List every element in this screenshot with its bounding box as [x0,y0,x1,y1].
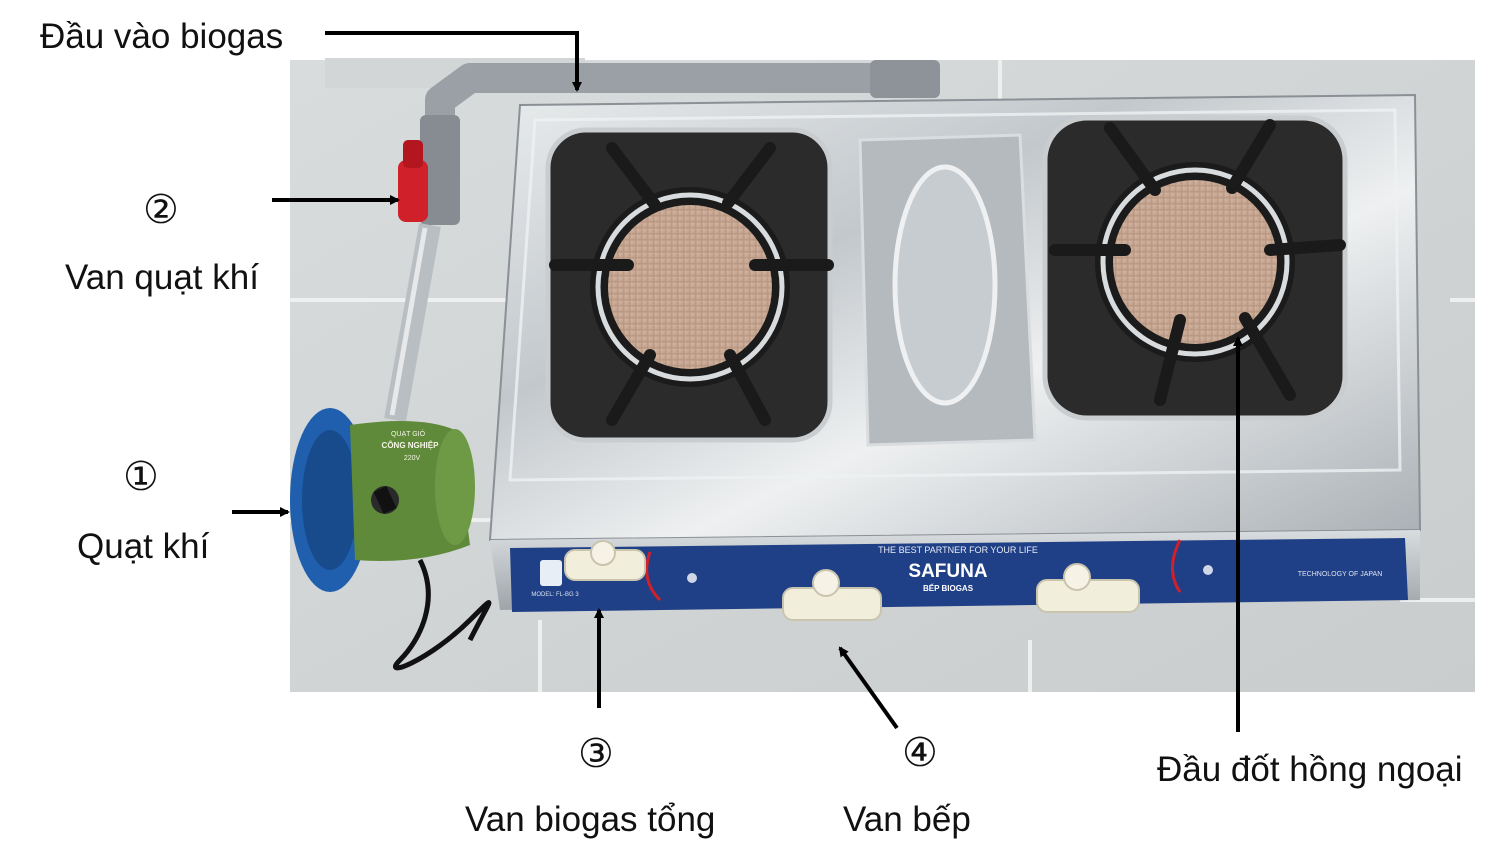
panel-model: BẾP BIOGAS [923,583,974,593]
biogas-pipe [384,60,940,422]
arrow-stove-valve [838,646,899,730]
fan-label-line1: QUẠT GIÓ [391,429,426,438]
right-stove-knob[interactable] [1036,563,1140,613]
number-3: ③ [578,731,614,777]
annotation-arrows [232,31,1243,732]
fan-label-line3: 220V [404,455,421,462]
panel-tagline: THE BEST PARTNER FOR YOUR LIFE [878,545,1038,555]
panel-brand: SAFUNA [908,561,987,582]
left-stove-knob[interactable] [782,569,882,621]
label-fan-valve: Van quạt khí [65,258,259,297]
label-stove-valve: Van bếp [843,800,971,839]
number-2: ② [143,187,179,233]
fan-valve-handle [398,140,428,222]
control-panel [510,538,1408,612]
right-burner [1042,115,1348,421]
main-valve-knob[interactable] [564,540,646,581]
fan-device [290,408,492,671]
label-fan: Quạt khí [77,527,210,566]
arrow-biogas-inlet [325,31,582,92]
knobs [564,540,1140,621]
fan-label-line2: CÔNG NGHIỆP [382,441,440,450]
panel-model-no: MODEL: FL-BG 3 [531,592,579,598]
center-plate [858,133,1037,447]
number-1: ① [123,454,159,500]
label-main-valve: Van biogas tổng [465,800,716,839]
number-4: ④ [902,730,938,776]
label-biogas-inlet: Đầu vào biogas [40,17,284,56]
label-ir-burner: Đầu đốt hồng ngoại [1157,750,1463,789]
left-burner [545,127,834,443]
panel-tech: TECHNOLOGY OF JAPAN [1298,571,1383,578]
